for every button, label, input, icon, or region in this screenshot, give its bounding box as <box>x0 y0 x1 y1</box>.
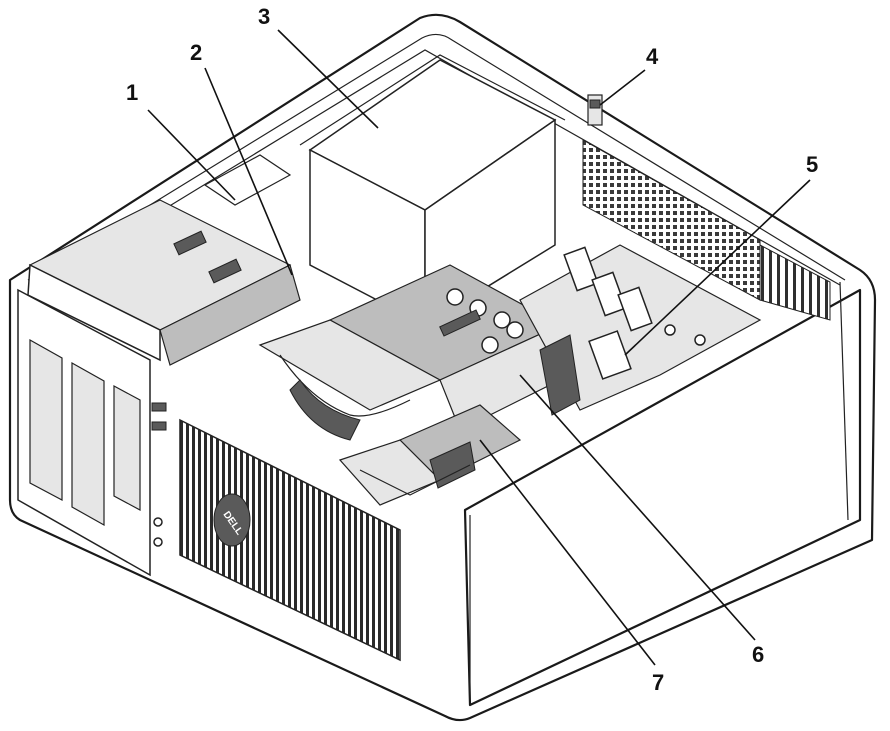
callout-labels: 1 2 3 4 5 6 7 <box>126 4 818 695</box>
audio-jack[interactable] <box>153 517 163 527</box>
processor-shroud <box>258 264 562 441</box>
system-board <box>519 244 762 416</box>
callout-3: 3 <box>258 4 270 29</box>
rear-vent-grille <box>582 139 831 321</box>
callout-1: 1 <box>126 80 138 105</box>
callout-5: 5 <box>806 152 818 177</box>
leader-line-2 <box>204 67 293 276</box>
callout-leaders <box>147 29 811 666</box>
leader-line-6 <box>519 374 756 641</box>
leader-line-3 <box>277 29 379 129</box>
leader-line-1 <box>147 109 236 201</box>
usb-port[interactable] <box>151 402 167 412</box>
leader-line-5 <box>624 179 811 356</box>
callout-4: 4 <box>646 44 659 69</box>
dell-logo <box>213 493 251 547</box>
front-vent-panel: DELL <box>179 418 401 662</box>
usb-port[interactable] <box>151 421 167 431</box>
hard-drive-bay <box>338 404 522 506</box>
audio-jack[interactable] <box>153 537 163 547</box>
leader-line-7 <box>479 439 656 666</box>
drive-bay-cage <box>27 154 301 366</box>
callout-7: 7 <box>652 670 664 695</box>
leader-line-4 <box>599 69 646 106</box>
callout-2: 2 <box>190 40 202 65</box>
callout-6: 6 <box>752 642 764 667</box>
chassis-intrusion-switch <box>587 94 603 126</box>
